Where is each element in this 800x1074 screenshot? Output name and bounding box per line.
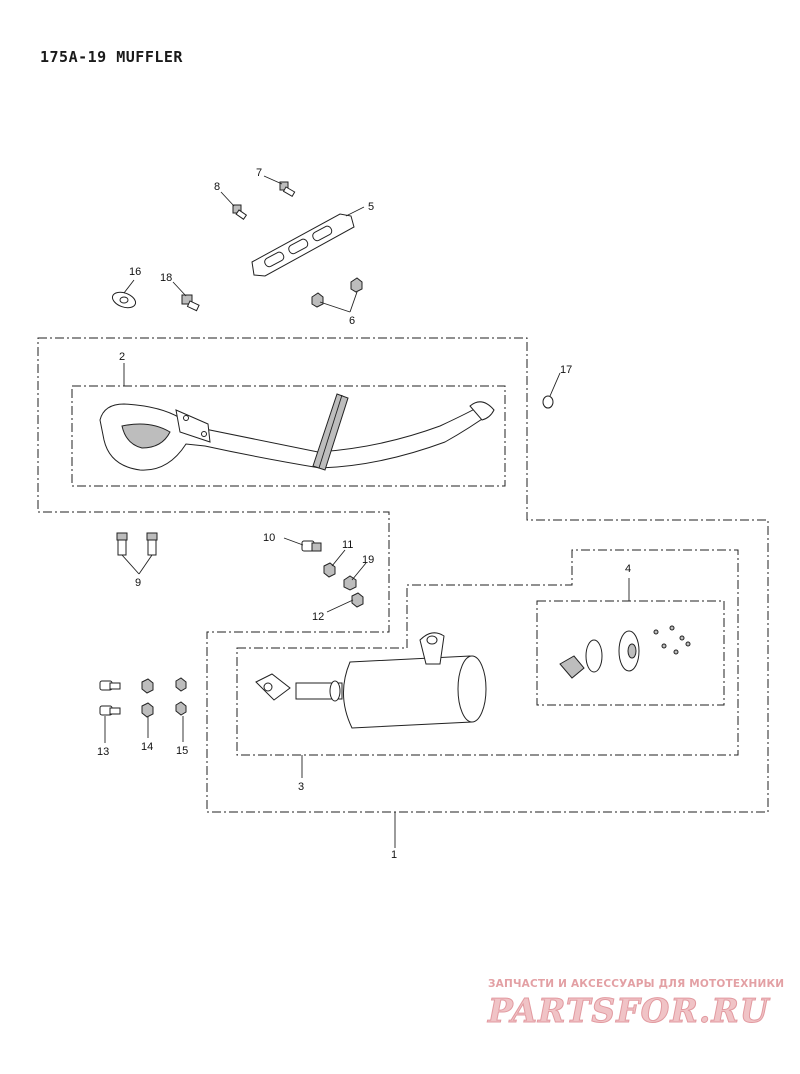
leader-lines: [104, 175, 630, 848]
callout-labels: 1 2 3 4 5 6 7 8 9 10 11 12 13 14 15 16 1…: [97, 167, 631, 861]
callout-10: 10: [263, 532, 275, 544]
watermark-caption: ЗАПЧАСТИ И АКСЕССУАРЫ ДЛЯ МОТОТЕХНИКИ: [488, 978, 785, 990]
callout-9: 9: [135, 577, 141, 589]
callout-11: 11: [342, 539, 353, 551]
bolts-9-part: [116, 532, 158, 556]
callout-3: 3: [298, 781, 304, 793]
callout-13: 13: [97, 746, 109, 758]
bolt-7-part: [279, 181, 296, 198]
callout-18: 18: [160, 272, 172, 284]
callout-12: 12: [312, 611, 324, 623]
callout-1: 1: [391, 849, 397, 861]
assembly-2-boundary: [71, 385, 506, 487]
exhaust-pipe-part: [99, 393, 495, 471]
callout-15: 15: [176, 745, 188, 757]
callout-6: 6: [349, 315, 355, 327]
callout-2: 2: [119, 351, 125, 363]
clip-17-part: [542, 395, 554, 409]
assembly-3-boundary: [236, 549, 739, 756]
washer-11-part: [323, 562, 336, 578]
nuts-15-part: [175, 677, 187, 716]
callout-17: 17: [560, 364, 572, 376]
callout-5: 5: [368, 201, 374, 213]
assembly-4-boundary: [536, 600, 725, 706]
bolt-8-part: [232, 204, 248, 220]
bolts-13-part: [99, 680, 121, 716]
gasket-16-part: [111, 291, 137, 309]
callout-16: 16: [129, 266, 141, 278]
nut-12-part: [351, 592, 364, 608]
bolt-10-part: [301, 540, 322, 552]
assembly-1-boundary: [37, 337, 769, 813]
callout-7: 7: [256, 167, 262, 179]
callout-8: 8: [214, 181, 220, 193]
nuts-14-part: [141, 678, 154, 718]
callout-14: 14: [141, 741, 153, 753]
bolt-18-part: [181, 294, 200, 312]
callout-19: 19: [362, 554, 374, 566]
diagram-title: 175A-19 MUFFLER: [40, 48, 183, 66]
spark-arrestor-part: [559, 625, 691, 679]
watermark-logo: PARTSFOR.RU: [488, 991, 770, 1031]
nut-19-part: [343, 575, 357, 591]
callout-4: 4: [625, 563, 631, 575]
muffler-body-part: [255, 632, 487, 729]
nuts-6-part: [311, 277, 363, 308]
cover-plate-part: [251, 213, 355, 277]
